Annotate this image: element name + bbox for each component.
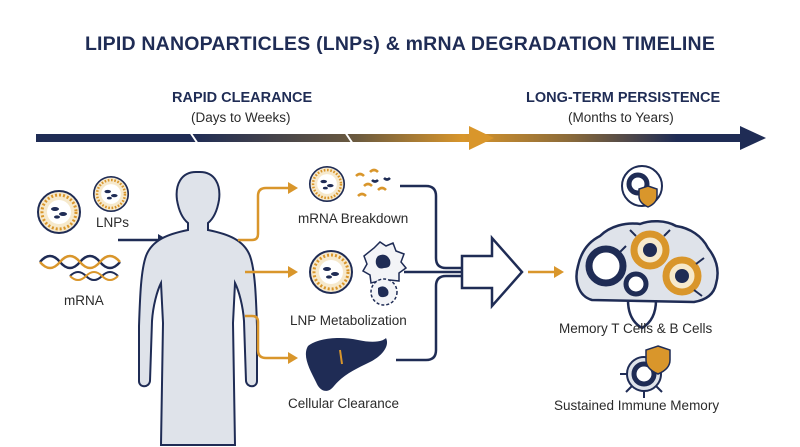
- human-silhouette-icon: [138, 171, 258, 446]
- phase-rapid-duration: (Days to Weeks): [191, 110, 291, 125]
- liver-icon: [305, 338, 388, 391]
- lnp-particle-icon: [308, 165, 346, 203]
- lnp-particle-icon: [36, 189, 82, 235]
- lnp-metabolization-label: LNP Metabolization: [290, 313, 407, 328]
- phase-long-duration: (Months to Years): [568, 110, 674, 125]
- lnps-label: LNPs: [96, 215, 130, 230]
- lnp-particle-icon: [308, 249, 354, 295]
- metabolized-particle-icon: [361, 241, 408, 306]
- phase-rapid-label: RAPID CLEARANCE: [172, 90, 313, 106]
- big-outline-arrow: [460, 234, 524, 310]
- memory-cells-label: Memory T Cells & B Cells: [559, 321, 713, 336]
- converging-lines: [396, 184, 464, 362]
- brain-icon: [575, 220, 719, 330]
- page-title: LIPID NANOPARTICLES (LNPs) & mRNA DEGRAD…: [84, 33, 716, 55]
- mrna-strand-icon: [39, 254, 121, 281]
- timeline-arrow: [36, 126, 766, 150]
- immune-cell-icon: [620, 345, 671, 398]
- branch-arrowheads: [288, 182, 298, 364]
- immune-memory-label: Sustained Immune Memory: [554, 398, 720, 413]
- cellular-clearance-label: Cellular Clearance: [288, 396, 400, 411]
- shield-icon: [621, 165, 663, 208]
- mrna-label: mRNA: [64, 293, 104, 308]
- branch-arrows: [238, 186, 290, 360]
- phase-long-label: LONG-TERM PERSISTENCE: [526, 90, 721, 106]
- outcome-arrow: [528, 266, 564, 278]
- lnp-particle-icon: [92, 175, 130, 213]
- mrna-fragments-icon: [355, 168, 391, 197]
- mrna-breakdown-label: mRNA Breakdown: [298, 211, 409, 226]
